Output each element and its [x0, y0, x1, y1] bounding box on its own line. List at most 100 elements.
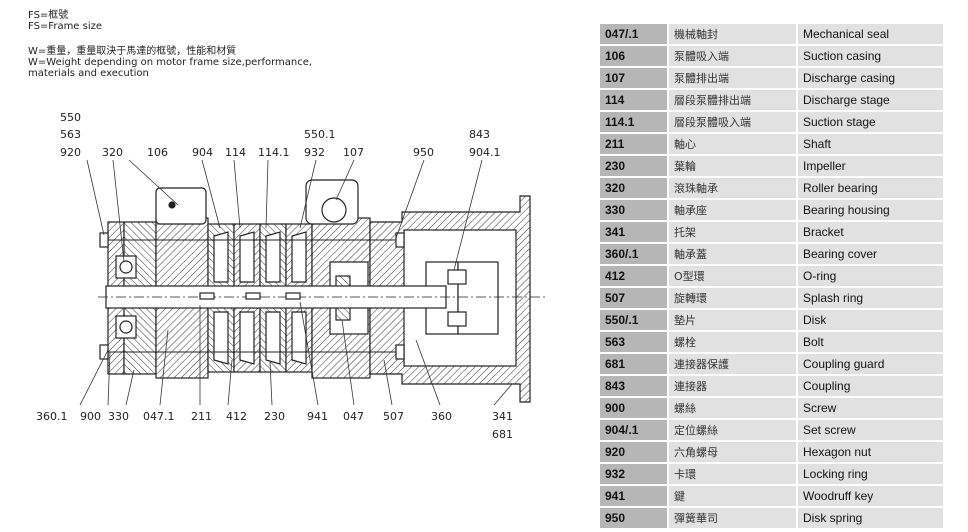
impeller-3b — [265, 311, 281, 365]
impeller-1 — [213, 231, 229, 283]
part-number: 950 — [600, 508, 669, 528]
part-name-en: Coupling — [798, 376, 943, 396]
part-number: 107 — [600, 68, 669, 88]
part-number: 900 — [600, 398, 669, 418]
part-name-zh: 螺絲 — [669, 398, 798, 418]
callout-563: 563 — [60, 128, 81, 141]
part-number: 550/.1 — [600, 310, 669, 330]
part-number: 211 — [600, 134, 669, 154]
part-name-zh: 定位螺絲 — [669, 420, 798, 440]
part-name-zh: 鍵 — [669, 486, 798, 506]
callout-107: 107 — [343, 146, 364, 159]
bottom-callouts: 360.1 900 330 047.1 211 412 230 941 047 … — [36, 410, 513, 441]
callout-932: 932 — [304, 146, 325, 159]
key-2 — [245, 292, 261, 300]
part-name-en: Discharge stage — [798, 90, 943, 110]
note-w-en-1: W=Weight depending on motor frame size,p… — [28, 57, 313, 68]
callout-843: 843 — [469, 128, 490, 141]
callout-681: 681 — [492, 428, 513, 441]
part-number: 941 — [600, 486, 669, 506]
part-name-en: Bracket — [798, 222, 943, 242]
callout-320: 320 — [102, 146, 123, 159]
part-name-en: Splash ring — [798, 288, 943, 308]
nut-bottom-left — [99, 344, 109, 360]
callout-904-1: 904.1 — [469, 146, 501, 159]
callout-211: 211 — [191, 410, 212, 423]
part-name-en: Discharge casing — [798, 68, 943, 88]
part-number: 843 — [600, 376, 669, 396]
part-name-en: Disk — [798, 310, 943, 330]
part-name-en: Hexagon nut — [798, 442, 943, 462]
part-name-en: Screw — [798, 398, 943, 418]
discharge-port-opening — [321, 197, 347, 223]
nut-top-right — [395, 232, 405, 248]
callout-550-1: 550.1 — [304, 128, 336, 141]
callout-106: 106 — [147, 146, 168, 159]
callout-047-1: 047.1 — [143, 410, 175, 423]
part-name-zh: 墊片 — [669, 310, 798, 330]
part-name-zh: 旋轉環 — [669, 288, 798, 308]
callout-330: 330 — [108, 410, 129, 423]
coupling-insert-top — [447, 269, 467, 285]
part-number: 320 — [600, 178, 669, 198]
part-number: 507 — [600, 288, 669, 308]
impeller-2 — [239, 231, 255, 283]
part-name-zh: 滾珠軸承 — [669, 178, 798, 198]
bearing-ball-top — [119, 260, 133, 274]
nut-bottom-right — [395, 344, 405, 360]
callout-412: 412 — [226, 410, 247, 423]
part-name-en: Impeller — [798, 156, 943, 176]
part-name-zh: 軸心 — [669, 134, 798, 154]
key-1 — [199, 292, 215, 300]
part-number: 681 — [600, 354, 669, 374]
nut-top-left — [99, 232, 109, 248]
callout-341: 341 — [492, 410, 513, 423]
part-name-zh: 連接器保護 — [669, 354, 798, 374]
impeller-3 — [265, 231, 281, 283]
leader-lines — [79, 159, 513, 406]
callout-950: 950 — [413, 146, 434, 159]
part-name-en: Shaft — [798, 134, 943, 154]
callout-114: 114 — [225, 146, 246, 159]
part-name-en: Bearing cover — [798, 244, 943, 264]
part-name-zh: O型環 — [669, 266, 798, 286]
part-name-zh: 彈簧華司 — [669, 508, 798, 528]
callout-904: 904 — [192, 146, 213, 159]
suction-port — [155, 187, 207, 225]
part-number: 932 — [600, 464, 669, 484]
impeller-1b — [213, 311, 229, 365]
part-number: 360/.1 — [600, 244, 669, 264]
part-number: 114.1 — [600, 112, 669, 132]
part-number: 047/.1 — [600, 24, 669, 44]
bearing-ball-bottom — [119, 320, 133, 334]
callout-114-1: 114.1 — [258, 146, 290, 159]
roller-bearing-bottom — [115, 315, 137, 339]
callout-550: 550 — [60, 111, 81, 124]
part-number: 230 — [600, 156, 669, 176]
part-name-en: Disk spring — [798, 508, 943, 528]
impeller-4 — [291, 231, 307, 283]
part-number: 412 — [600, 266, 669, 286]
callout-360-1: 360.1 — [36, 410, 68, 423]
part-name-en: Mechanical seal — [798, 24, 943, 44]
part-name-zh: 六角螺母 — [669, 442, 798, 462]
